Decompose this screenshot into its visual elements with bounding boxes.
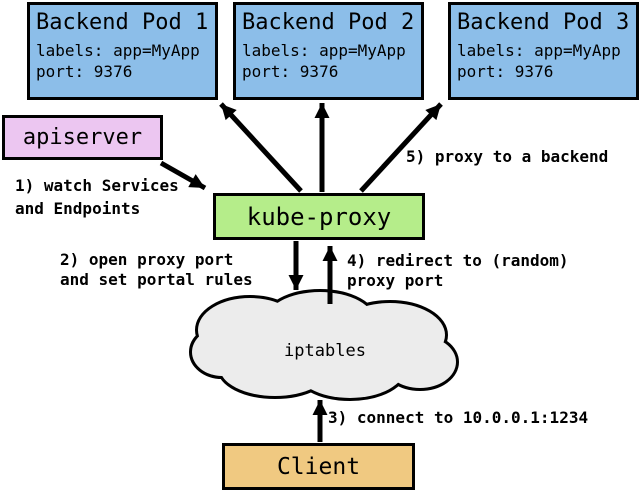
pod-port: port: 9376 xyxy=(242,62,339,81)
iptables-label: iptables xyxy=(284,341,366,361)
pod-port: port: 9376 xyxy=(36,62,133,81)
arrow-apiserver-to-kubeproxy xyxy=(159,160,207,191)
annotation-step2: 2) open proxy port and set portal rules xyxy=(60,250,253,289)
annotation-step5: 5) proxy to a backend xyxy=(406,147,609,166)
client-label: Client xyxy=(276,453,361,480)
pod-labels: labels: app=MyApp xyxy=(457,41,621,60)
backend-pod-1-node: Backend Pod 1 labels: app=MyApp port: 93… xyxy=(27,2,218,100)
backend-pod-2-node: Backend Pod 2 labels: app=MyApp port: 93… xyxy=(233,2,424,100)
arrow-kubeproxy-to-pod3 xyxy=(359,102,443,193)
pod-port: port: 9376 xyxy=(457,62,554,81)
apiserver-label: apiserver xyxy=(22,125,143,150)
arrow-kubeproxy-to-pod1 xyxy=(219,102,303,193)
pod-title: Backend Pod 3 xyxy=(457,10,630,35)
kube-proxy-node: kube-proxy xyxy=(213,193,425,240)
pod-title: Backend Pod 2 xyxy=(242,10,415,35)
pod-labels: labels: app=MyApp xyxy=(242,41,406,60)
backend-pod-3-node: Backend Pod 3 labels: app=MyApp port: 93… xyxy=(448,2,639,100)
pod-title: Backend Pod 1 xyxy=(36,10,209,35)
annotation-step1: 1) watch Services and Endpoints xyxy=(15,176,179,218)
kube-proxy-label: kube-proxy xyxy=(246,202,392,231)
pod-labels: labels: app=MyApp xyxy=(36,41,200,60)
client-node: Client xyxy=(222,443,415,490)
annotation-step3: 3) connect to 10.0.0.1:1234 xyxy=(328,408,589,427)
annotation-step4: 4) redirect to (random) proxy port xyxy=(347,251,569,290)
apiserver-node: apiserver xyxy=(2,115,163,160)
iptables-cloud xyxy=(189,289,459,401)
